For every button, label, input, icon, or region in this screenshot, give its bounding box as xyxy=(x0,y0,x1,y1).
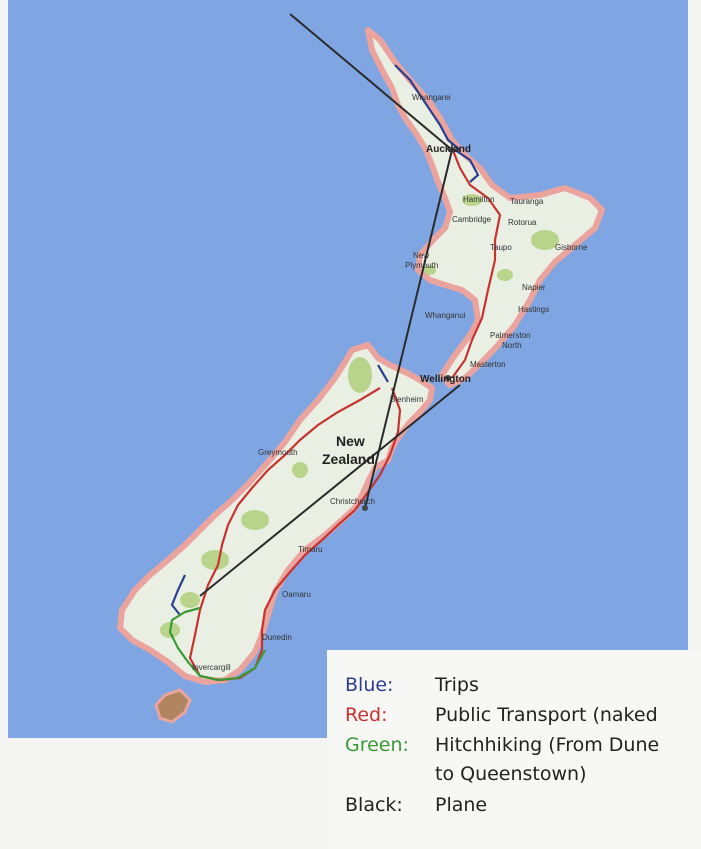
north-island xyxy=(365,27,605,388)
trips-routes xyxy=(170,64,480,616)
city-dot-auckland xyxy=(449,147,455,153)
legend-key-plane: Black: xyxy=(345,794,403,816)
label-christchurch: Christchurch xyxy=(330,497,375,506)
label-tauranga: Tauranga xyxy=(510,197,544,206)
legend-desc-public-transport: Public Transport (naked xyxy=(435,704,658,726)
plane-routes xyxy=(199,13,461,597)
map-legend: Blue: Trips Red: Public Transport (naked G… xyxy=(327,650,701,849)
legend-key-trips: Blue: xyxy=(345,674,394,696)
flight-auckland-christchurch xyxy=(364,149,453,509)
country-label-line-1: New xyxy=(336,433,365,449)
label-oamaru: Oamaru xyxy=(282,590,311,599)
label-rotorua: Rotorua xyxy=(508,218,537,227)
label-dunedin: Dunedin xyxy=(262,633,292,642)
legend-key-hitchhiking: Green: xyxy=(345,734,409,756)
label-gisborne: Gisborne xyxy=(555,243,588,252)
label-wellington: Wellington xyxy=(420,374,471,385)
label-hastings: Hastings xyxy=(518,305,549,314)
legend-desc-hitchhiking-continued: to Queenstown) xyxy=(435,763,587,785)
legend-desc-hitchhiking: Hitchhiking (From Dune xyxy=(435,734,660,756)
bus-route-south-island-east xyxy=(260,387,402,650)
legend-item-plane: Black: Plane xyxy=(345,794,487,816)
legend-desc-trips: Trips xyxy=(435,674,479,696)
bus-route-north-island xyxy=(450,147,502,379)
label-whangarei: Whangarei xyxy=(412,93,451,102)
legend-key-public-transport: Red: xyxy=(345,704,388,726)
legend-item-hitchhiking: Green: Hitchhiking (From Dune xyxy=(345,734,659,756)
label-greymouth: Greymouth xyxy=(258,448,298,457)
city-labels: Whangarei Auckland Tauranga Hamilton Cam… xyxy=(192,93,588,672)
label-masterton: Masterton xyxy=(470,360,506,369)
label-taupo: Taupo xyxy=(490,243,512,252)
label-hamilton: Hamilton xyxy=(463,195,495,204)
label-whanganui: Whanganui xyxy=(425,311,466,320)
hitchhiking-route-dunedin-queenstown xyxy=(168,606,266,682)
flight-into-auckland xyxy=(289,13,453,151)
city-dot-christchurch xyxy=(362,505,368,511)
label-new-plymouth-2: Plymouth xyxy=(405,261,438,270)
label-blenheim: Blenheim xyxy=(390,395,424,404)
legend-item-trips: Blue: Trips xyxy=(345,674,479,696)
label-new-plymouth-1: New xyxy=(413,251,429,260)
flight-queenstown-wellington xyxy=(199,384,461,597)
label-timaru: Timaru xyxy=(298,545,323,554)
label-palmerston-north-1: Palmerston xyxy=(490,331,530,340)
label-auckland: Auckland xyxy=(426,144,471,155)
legend-desc-plane: Plane xyxy=(435,794,488,816)
label-invercargill: Invercargill xyxy=(192,663,231,672)
country-label-line-2: Zealand xyxy=(322,451,375,467)
label-palmerston-north-2: North xyxy=(502,341,522,350)
legend-item-public-transport: Red: Public Transport (naked xyxy=(345,704,658,726)
stewart-island xyxy=(154,688,192,724)
label-cambridge: Cambridge xyxy=(452,215,492,224)
trip-route-marlborough xyxy=(377,364,389,383)
city-dot-wellington xyxy=(445,375,451,381)
city-markers xyxy=(362,147,455,511)
trip-route-northland xyxy=(394,64,461,151)
trip-route-auckland xyxy=(451,147,480,183)
trip-route-fiordland xyxy=(170,574,186,616)
label-napier: Napier xyxy=(522,283,546,292)
